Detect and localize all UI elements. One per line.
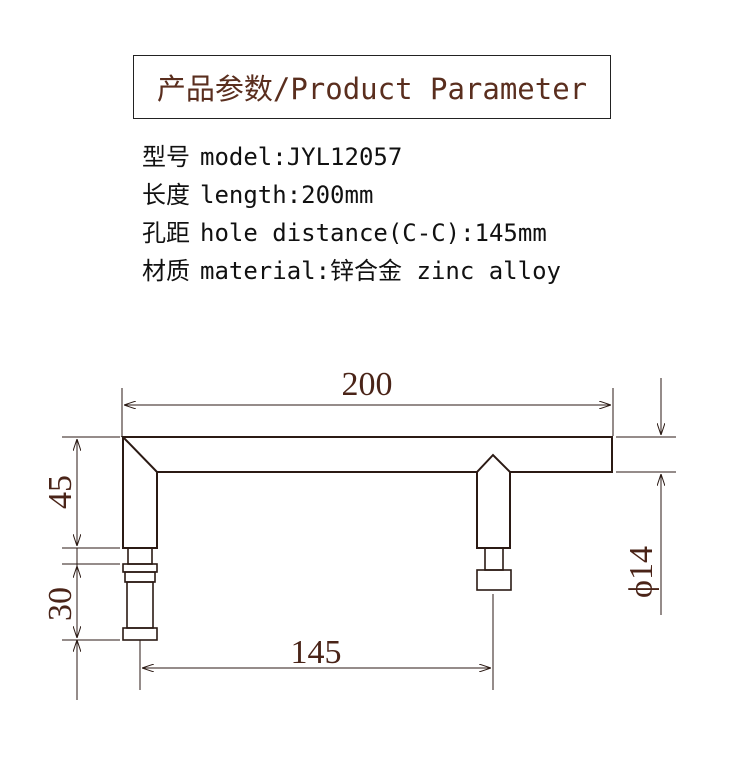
dim-height-label: 45 <box>42 475 79 509</box>
dim-length-label: 200 <box>342 366 393 403</box>
param-length: 长度 length:200mm <box>142 176 561 214</box>
dim-diameter <box>616 378 676 615</box>
title-box: 产品参数/Product Parameter <box>133 55 611 119</box>
dim-hole-distance <box>139 594 494 690</box>
param-model: 型号 model:JYL12057 <box>142 138 561 176</box>
dim-hole-distance-label: 145 <box>291 634 342 671</box>
parameter-list: 型号 model:JYL12057 长度 length:200mm 孔距 hole d… <box>142 138 561 290</box>
param-value: model:JYL12057 <box>200 143 403 171</box>
dim-post <box>62 548 120 700</box>
dim-height <box>62 436 120 549</box>
right-post <box>476 547 512 591</box>
left-post <box>122 547 158 641</box>
param-hole-distance: 孔距 hole distance(C-C):145mm <box>142 214 561 252</box>
param-value: hole distance(C-C):145mm <box>200 219 547 247</box>
param-value: length:200mm <box>200 181 374 209</box>
dim-post-label: 30 <box>42 587 79 621</box>
handle-outline <box>120 436 613 549</box>
param-label-cn: 材质 <box>142 257 190 285</box>
param-material: 材质 material:锌合金 zinc alloy <box>142 252 561 290</box>
param-value: material:锌合金 zinc alloy <box>200 257 561 285</box>
dim-length <box>121 388 614 436</box>
param-label-cn: 长度 <box>142 181 190 209</box>
dim-diameter-label: ϕ14 <box>623 546 660 598</box>
param-label-cn: 孔距 <box>142 219 190 247</box>
page-title: 产品参数/Product Parameter <box>156 72 588 106</box>
param-label-cn: 型号 <box>142 143 190 171</box>
